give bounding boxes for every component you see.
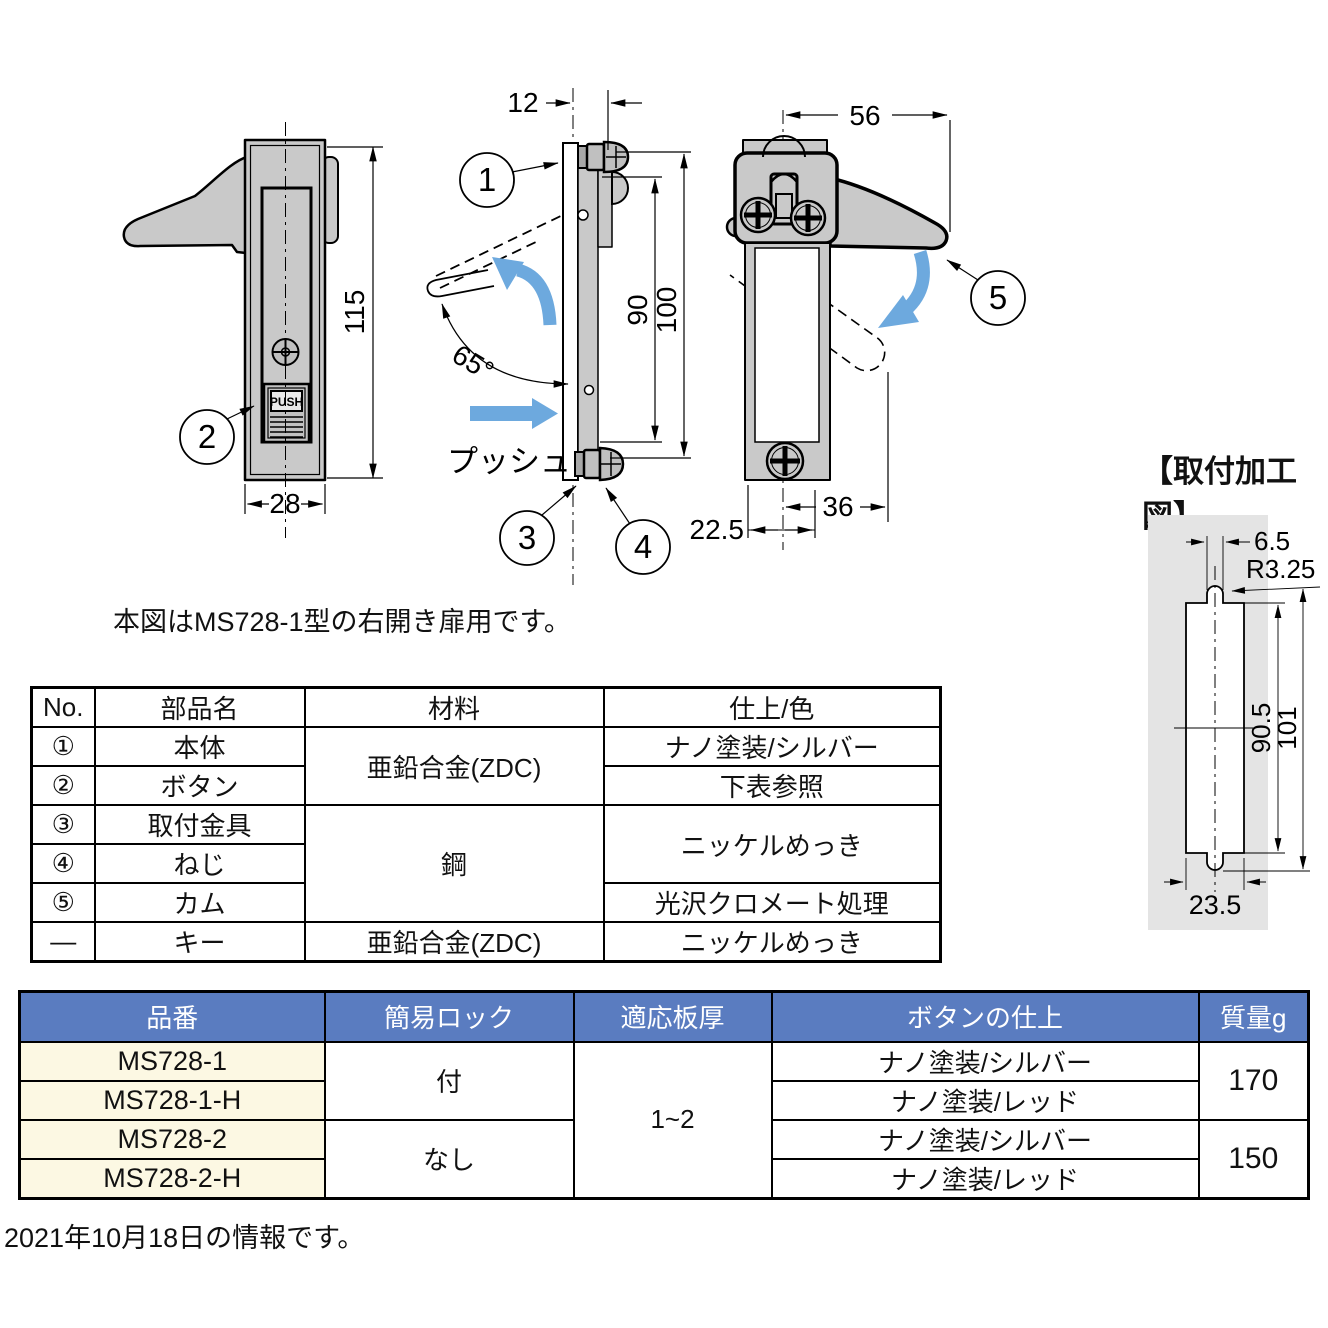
table-row: ② ボタン 下表参照 xyxy=(30,765,942,806)
dim-90: 90 xyxy=(600,176,662,443)
col-weight: 質量g xyxy=(1197,990,1310,1043)
callout-1: 1 xyxy=(459,152,559,208)
col-part-name: 部品名 xyxy=(93,686,306,728)
callout-5: 5 xyxy=(946,259,1026,326)
part-number: MS728-1-H xyxy=(18,1079,326,1121)
svg-text:65°: 65° xyxy=(447,339,499,387)
svg-text:6.5: 6.5 xyxy=(1254,526,1290,556)
col-material: 材料 xyxy=(303,686,605,728)
svg-text:2: 2 xyxy=(198,418,216,455)
push-arrow xyxy=(470,398,558,429)
dim-100: 100 xyxy=(610,151,691,459)
svg-text:101: 101 xyxy=(1272,706,1302,749)
bottom-stud xyxy=(574,446,625,482)
callout-3: 3 xyxy=(499,485,577,566)
svg-text:36: 36 xyxy=(822,491,853,522)
rotate-open-arrow xyxy=(492,257,557,326)
col-no: No. xyxy=(30,686,96,728)
col-finish: 仕上/色 xyxy=(602,686,942,728)
head-screw-right xyxy=(789,199,827,237)
part-number: MS728-1 xyxy=(18,1040,326,1082)
svg-text:R3.25: R3.25 xyxy=(1246,554,1315,584)
mounting-cutout-drawing: 6.5 R3.25 90.5 101 23.5 xyxy=(1148,515,1321,930)
dim-r3-25: R3.25 xyxy=(1231,554,1321,594)
rear-view-drawing: 56 36 22.5 5 xyxy=(690,100,1026,550)
svg-text:90: 90 xyxy=(622,294,653,325)
svg-text:5: 5 xyxy=(989,279,1007,316)
cam-lever-phantom xyxy=(729,244,886,372)
callout-4: 4 xyxy=(605,487,671,575)
mounting-plate xyxy=(562,142,629,481)
table-row: MS728-2 なし ナノ塗装/シルバー 150 xyxy=(18,1118,1310,1199)
dim-56: 56 xyxy=(785,100,951,232)
svg-text:12: 12 xyxy=(507,87,538,118)
col-part-number: 品番 xyxy=(18,990,326,1043)
head-screw-left xyxy=(739,196,777,234)
svg-text:23.5: 23.5 xyxy=(1189,890,1242,920)
table-row: ③ 取付金具 鋼 ニッケルめっき xyxy=(30,804,942,923)
latch-handle xyxy=(122,155,249,255)
push-text: プッシュ xyxy=(447,444,571,479)
dim-28: 28 xyxy=(244,484,326,519)
cam-arm xyxy=(828,176,949,251)
svg-text:100: 100 xyxy=(651,287,682,334)
svg-text:22.5: 22.5 xyxy=(690,514,745,545)
parts-table: No. 部品名 材料 仕上/色 ① 本体 亜鉛合金(ZDC) ナノ塗装/シルバー… xyxy=(30,686,942,963)
svg-text:1: 1 xyxy=(478,161,496,198)
callout-2: 2 xyxy=(179,405,255,465)
top-stud xyxy=(577,140,630,174)
dim-115: 115 xyxy=(327,146,383,479)
latch-body-rear xyxy=(744,242,831,481)
dim-6-5: 6.5 xyxy=(1186,526,1290,590)
table-row: ④ ねじ xyxy=(30,843,941,884)
rotate-close-arrow xyxy=(878,250,930,328)
svg-text:115: 115 xyxy=(339,290,370,335)
table-row: MS728-1 付 1~2 ナノ塗装/シルバー 170 xyxy=(18,1040,1310,1199)
table-row: — キー 亜鉛合金(ZDC) ニッケルめっき xyxy=(30,921,942,963)
col-panel-thickness: 適応板厚 xyxy=(572,990,773,1043)
parts-header-row: No. 部品名 材料 仕上/色 xyxy=(30,686,942,728)
col-button-finish: ボタンの仕上 xyxy=(770,990,1200,1043)
part-number: MS728-2-H xyxy=(18,1157,326,1199)
table-row: MS728-2-H ナノ塗装/レッド xyxy=(18,1157,1309,1199)
svg-text:90.5: 90.5 xyxy=(1246,703,1276,754)
table-row: ① 本体 亜鉛合金(ZDC) ナノ塗装/シルバー xyxy=(30,726,942,806)
svg-text:56: 56 xyxy=(849,100,880,131)
front-view-drawing: PUSH 115 28 2 xyxy=(122,122,383,538)
product-table: 品番 簡易ロック 適応板厚 ボタンの仕上 質量g MS728-1 付 1~2 ナ… xyxy=(18,990,1310,1200)
svg-text:28: 28 xyxy=(269,488,300,519)
part-number: MS728-2 xyxy=(18,1118,326,1160)
product-header-row: 品番 簡易ロック 適応板厚 ボタンの仕上 質量g xyxy=(18,990,1310,1043)
svg-text:4: 4 xyxy=(634,528,652,565)
drawing-note: 本図はMS728-1型の右開き扉用です。 xyxy=(113,607,571,637)
push-label: PUSH xyxy=(270,395,303,409)
dim-12: 12 xyxy=(507,87,642,150)
col-simple-lock: 簡易ロック xyxy=(323,990,575,1043)
table-row: MS728-1-H ナノ塗装/レッド xyxy=(18,1079,1309,1121)
dim-36: 36 xyxy=(785,372,889,522)
push-button[interactable]: PUSH xyxy=(262,382,311,444)
dim-101: 101 xyxy=(1223,588,1310,872)
side-view-drawing: 65° プッシュ 12 90 100 1 3 4 xyxy=(426,87,691,585)
dim-23-5: 23.5 xyxy=(1164,858,1266,920)
table-row: ⑤ カム 光沢クロメート処理 xyxy=(30,882,942,923)
info-date-note: 2021年10月18日の情報です。 xyxy=(4,1223,365,1253)
svg-text:3: 3 xyxy=(518,519,536,556)
dim-22-5: 22.5 xyxy=(690,485,816,545)
dim-90-5: 90.5 xyxy=(1244,602,1285,854)
bottom-screw xyxy=(765,441,805,481)
